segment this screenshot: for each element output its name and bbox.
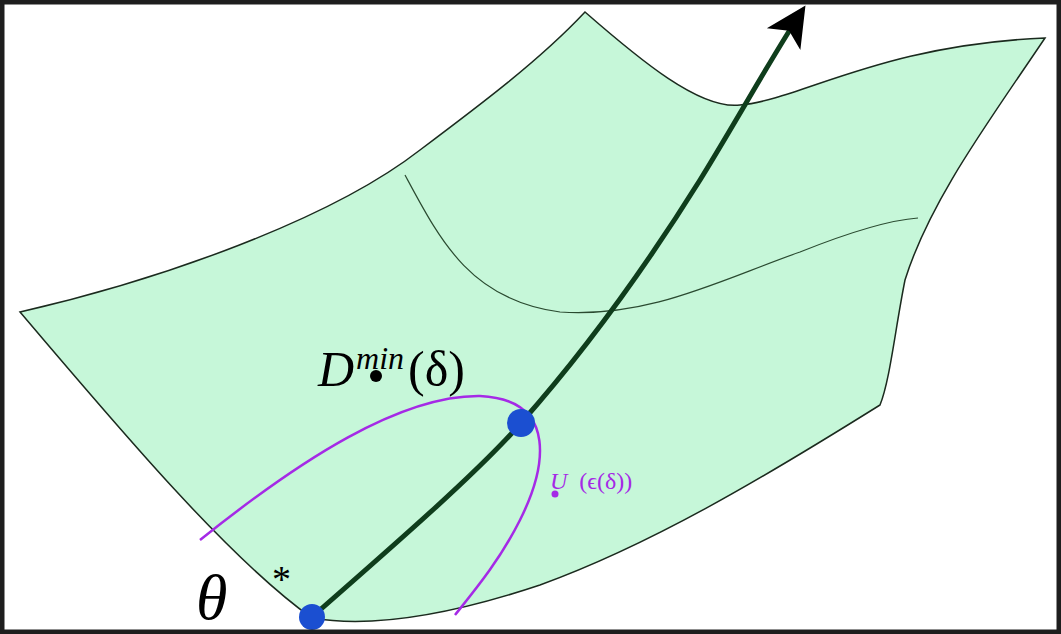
math-symbol: D [318,344,354,394]
point-marker [507,409,535,437]
math-superscript: min [356,342,404,374]
surface [20,12,1045,621]
point-marker [299,604,325,630]
math-argument: (δ) [408,344,465,394]
neighbourhood-curve [200,396,540,615]
math-symbol: U [550,469,567,493]
math-argument: (ϵ(δ)) [579,469,632,493]
math-symbol: θ [196,566,227,630]
math-superscript: * [272,560,291,598]
trajectory-arrow [312,14,800,617]
